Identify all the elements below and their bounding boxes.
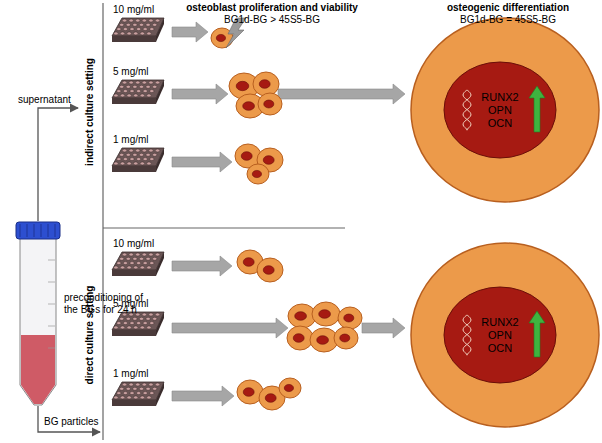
grey-arrow xyxy=(172,256,232,276)
well-plate xyxy=(112,252,164,276)
cell xyxy=(312,302,340,326)
section-label: indirect culture setting xyxy=(84,58,96,166)
nucleus-node: RUNX2 OPN OCN xyxy=(481,316,518,355)
concentration-label: 10 mg/ml xyxy=(113,4,154,16)
concentration-label: 5 mg/ml xyxy=(113,298,149,310)
arrow-label: BG particles xyxy=(44,416,98,428)
cell xyxy=(279,378,301,398)
cell xyxy=(253,72,279,96)
arrow-label: supernatant xyxy=(18,94,71,106)
well-plate xyxy=(112,18,164,42)
marker-genes: RUNX2 OPN OCN xyxy=(481,316,518,355)
grey-arrow xyxy=(172,22,208,42)
falcon-tube xyxy=(16,222,60,405)
column-heading: osteogenic differentiation xyxy=(447,2,569,14)
column-heading: osteoblast proliferation and viability xyxy=(186,2,358,14)
cell xyxy=(258,93,282,115)
cell xyxy=(334,327,358,349)
well-plate xyxy=(112,382,164,406)
cell xyxy=(287,326,313,350)
grey-arrow xyxy=(172,84,228,104)
comparison-note: BG1d-BG > 45S5-BG xyxy=(224,14,320,26)
concentration-label: 10 mg/ml xyxy=(113,238,154,250)
well-plate xyxy=(112,148,164,172)
divider-line xyxy=(102,3,103,440)
concentration-label: 1 mg/ml xyxy=(113,368,149,380)
grey-arrow xyxy=(278,84,405,104)
cell xyxy=(247,164,269,184)
marker-genes: RUNX2 OPN OCN xyxy=(481,91,518,130)
differentiated-cell xyxy=(411,18,599,202)
comparison-note: BG1d-BG = 45S5-BG xyxy=(460,14,556,26)
grey-arrow xyxy=(172,152,232,172)
nucleus-node: RUNX2 OPN OCN xyxy=(481,91,518,130)
concentration-label: 1 mg/ml xyxy=(113,134,149,146)
cell xyxy=(338,307,362,329)
arrow-line xyxy=(38,108,78,221)
divider-line xyxy=(103,227,345,228)
differentiated-cell xyxy=(411,243,599,427)
well-plate xyxy=(112,80,164,104)
well-plate xyxy=(112,312,164,336)
cell xyxy=(257,258,283,282)
arrow-line xyxy=(38,406,100,432)
grey-arrow xyxy=(362,318,405,338)
grey-arrow xyxy=(172,386,234,406)
concentration-label: 5 mg/ml xyxy=(113,66,149,78)
grey-arrow xyxy=(172,318,288,338)
